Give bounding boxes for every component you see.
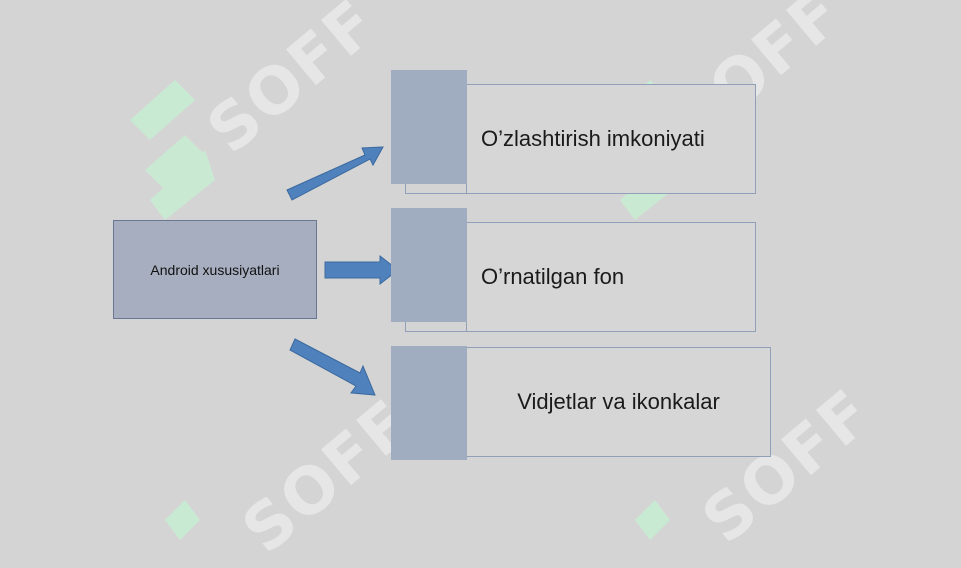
- target-label-1: O’zlashtirish imkoniyati: [481, 126, 705, 151]
- source-label: Android xususiyatlari: [150, 261, 280, 278]
- source-node: Android xususiyatlari: [113, 220, 317, 319]
- target-tab-2: [391, 208, 467, 322]
- arrow-right: [324, 254, 399, 286]
- arrows: [286, 146, 399, 396]
- arrow-up: [286, 146, 384, 201]
- target-node-2: O’rnatilgan fon: [466, 222, 756, 332]
- target-label-3: Vidjetlar va ikonkalar: [517, 389, 720, 414]
- target-label-2: O’rnatilgan fon: [481, 264, 625, 289]
- target-node-1: O’zlashtirish imkoniyati: [466, 84, 756, 194]
- target-node-3: Vidjetlar va ikonkalar: [466, 347, 771, 457]
- arrow-down: [289, 338, 376, 396]
- target-tab-1: [391, 70, 467, 184]
- target-tab-3: [391, 346, 467, 460]
